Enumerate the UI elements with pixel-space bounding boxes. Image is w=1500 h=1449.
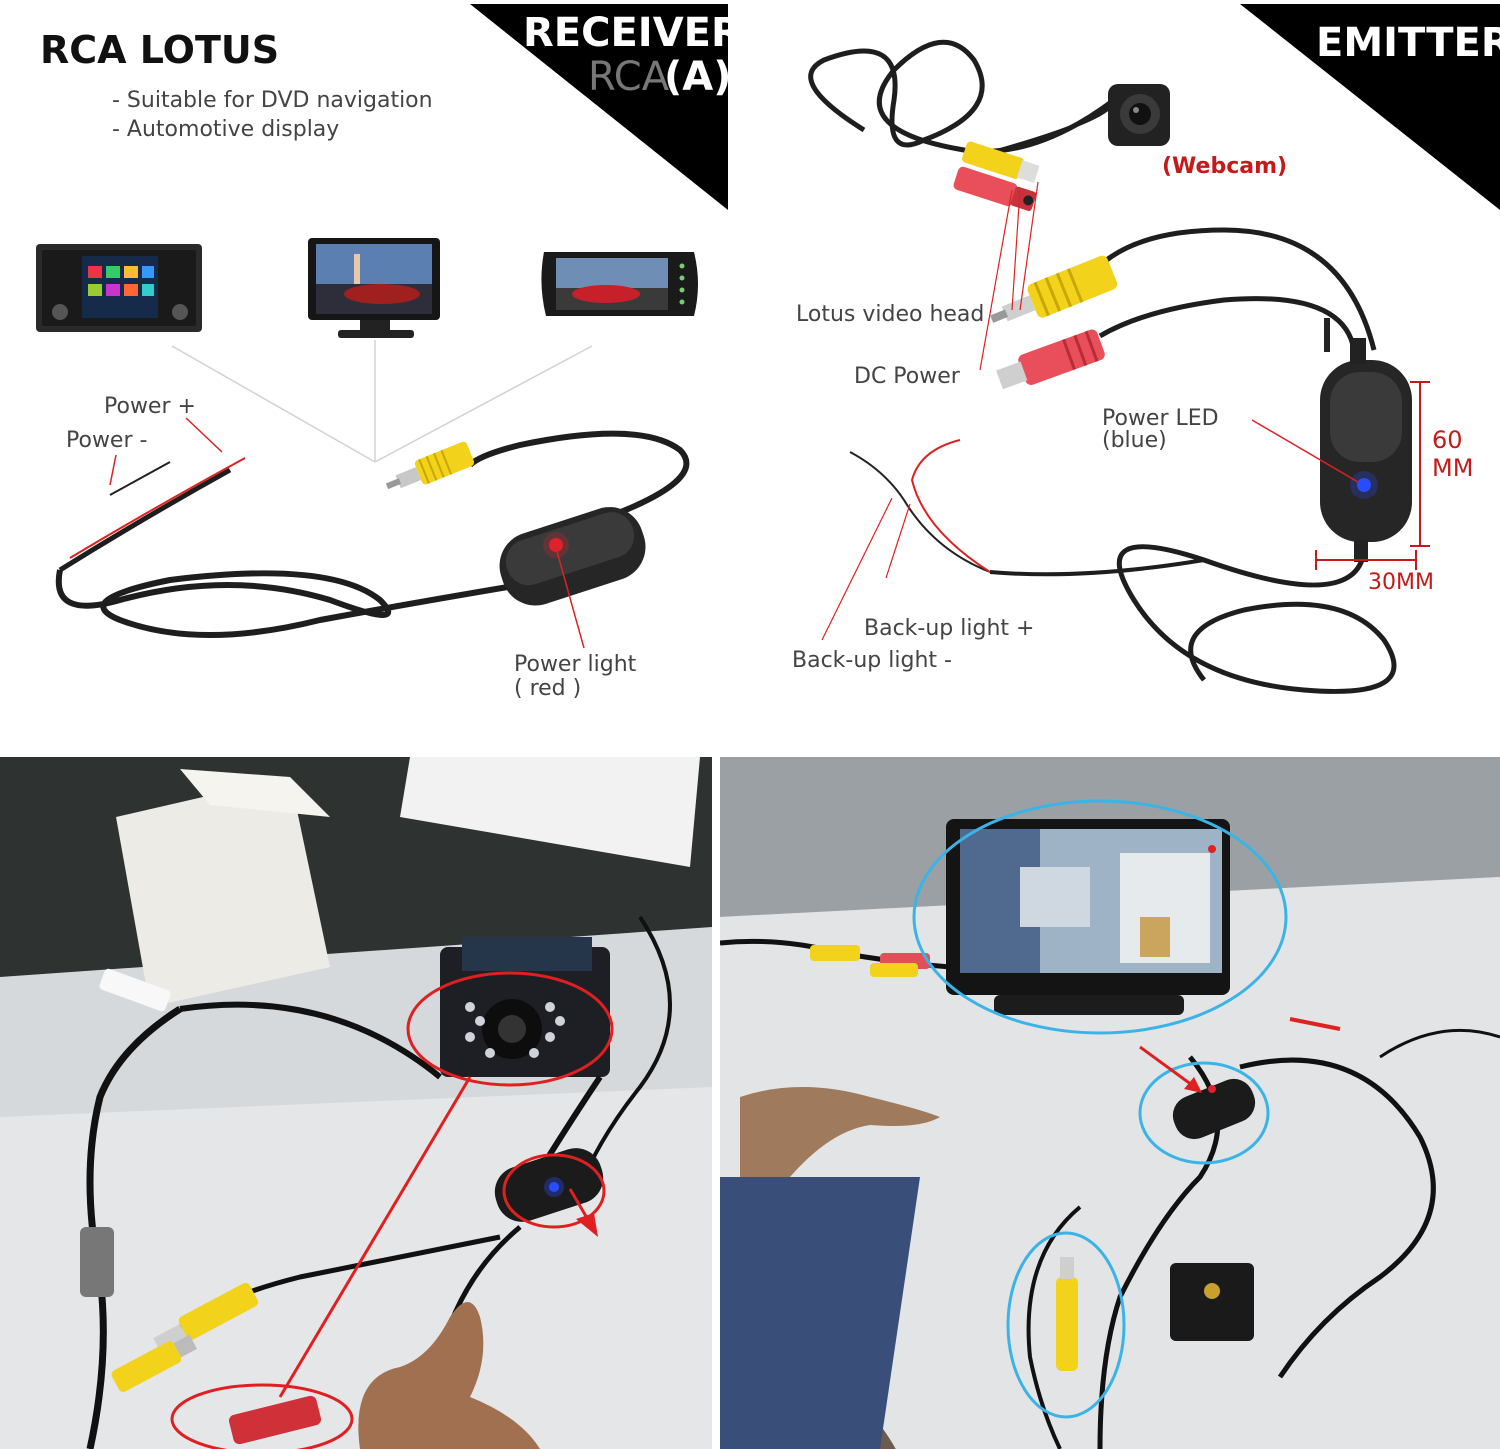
- power-light-color-label: ( red ): [514, 676, 582, 701]
- receiver-module-drawing: [55, 417, 690, 649]
- power-plus-label: Power +: [104, 394, 196, 419]
- webcam-body: [1108, 84, 1170, 146]
- power-led-label: Power LED: [1102, 406, 1219, 431]
- install-photo-right-drawing: [720, 757, 1500, 1449]
- width-dimension-label: 30MM: [1368, 570, 1434, 595]
- power-light-label: Power light: [514, 652, 637, 677]
- dash-monitor-icon: [308, 238, 440, 338]
- height-dimension-label: 60: [1432, 426, 1463, 454]
- emitter-banner-label: EMITTER: [1316, 20, 1500, 66]
- receiver-banner-a: (A): [664, 54, 730, 100]
- dvd-head-unit-icon: [36, 244, 202, 332]
- backup-light-minus-label: Back-up light -: [792, 648, 952, 673]
- receiver-banner-shape: [171, 4, 728, 463]
- receiver-banner-rca: RCA: [588, 54, 670, 100]
- dc-power-label: DC Power: [854, 364, 960, 389]
- lotus-video-head-label: Lotus video head: [796, 302, 985, 327]
- emitter-panel: EMITTER (Webcam) Lotus video head DC Pow…: [784, 0, 1500, 752]
- emitter-drawing: [808, 4, 1500, 694]
- power-led-color-label: (blue): [1102, 428, 1167, 453]
- install-photo-monitor: [720, 757, 1500, 1449]
- install-photo-receiver: [0, 757, 712, 1449]
- power-minus-label: Power -: [66, 428, 148, 453]
- receiver-banner-label: RECEIVER: [523, 10, 730, 56]
- receiver-panel: RCA LOTUS - Suitable for DVD navigation …: [0, 0, 730, 752]
- height-unit-label: MM: [1432, 454, 1474, 482]
- receiver-feature-2: - Automotive display: [112, 117, 340, 142]
- mirror-monitor-icon: [541, 252, 698, 316]
- receiver-title: RCA LOTUS: [40, 28, 280, 72]
- webcam-label: (Webcam): [1162, 154, 1288, 179]
- receiver-feature-1: - Suitable for DVD navigation: [112, 88, 433, 113]
- backup-light-plus-label: Back-up light +: [864, 616, 1035, 641]
- install-photo-left-drawing: [0, 757, 712, 1449]
